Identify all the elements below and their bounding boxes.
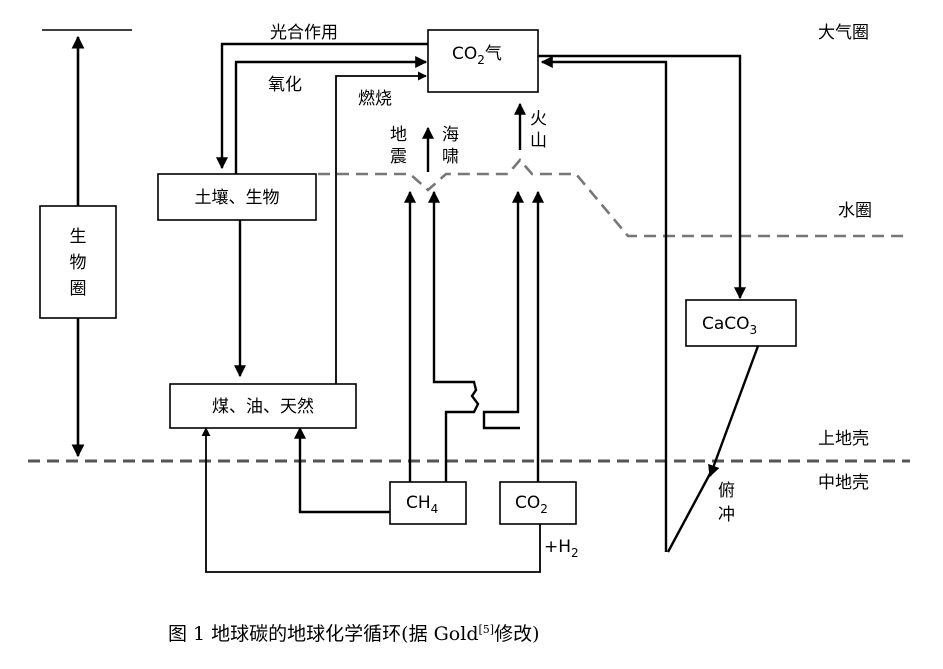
subduction-return-arrow bbox=[540, 56, 668, 552]
h2-label: +H2 bbox=[544, 537, 579, 560]
oxidation-label: 氧化 bbox=[268, 75, 302, 95]
subduction-arrow bbox=[708, 345, 760, 478]
caco3-box bbox=[685, 299, 797, 347]
combustion-label: 燃烧 bbox=[358, 89, 392, 109]
h2-fossil-arrow bbox=[201, 427, 541, 573]
figure-caption: 图 1 地球碳的地球化学循环(据 Gold[5]修改) bbox=[168, 623, 540, 645]
middle-crust-label: 中地壳 bbox=[818, 473, 869, 493]
fossil-fuel-box bbox=[169, 383, 357, 429]
photosynthesis-arrow bbox=[216, 42, 428, 170]
co2-deep-box bbox=[499, 481, 577, 525]
biosphere-box bbox=[39, 205, 117, 319]
ch4-tsunami-arrow bbox=[428, 190, 480, 482]
soil-biology-label: 土壤、生物 bbox=[195, 187, 280, 208]
ch4-box bbox=[389, 481, 467, 525]
combustion-arrow bbox=[335, 71, 427, 384]
upper-crust-label: 上地壳 bbox=[818, 429, 869, 449]
hydrosphere-surface-line bbox=[318, 158, 905, 238]
subduction-label-2: 冲 bbox=[718, 505, 735, 525]
co2-gas-label: CO2气 bbox=[452, 44, 502, 67]
fossil-fuel-label: 煤、油、天然 bbox=[212, 397, 314, 417]
biosphere-label-2: 物 bbox=[70, 253, 87, 273]
ch4-label: CH4 bbox=[406, 493, 438, 516]
co2-deep-label: CO2 bbox=[515, 493, 548, 516]
volcano-label-2: 山 bbox=[530, 131, 547, 151]
co2-to-caco3-arrow bbox=[538, 54, 746, 300]
subduction-line bbox=[666, 469, 714, 553]
tsunami-label-2: 啸 bbox=[442, 147, 459, 167]
ch4-fossil-arrow bbox=[294, 426, 390, 514]
caco3-label: CaCO3 bbox=[702, 314, 757, 337]
oxidation-arrow bbox=[234, 56, 428, 174]
biosphere-label-1: 生 bbox=[70, 227, 87, 247]
earthquake-label-1: 地 bbox=[390, 125, 407, 145]
soil-biology-box bbox=[157, 173, 317, 221]
atmosphere-label: 大气圈 bbox=[818, 23, 869, 43]
co2-gas-box bbox=[427, 29, 539, 93]
tsunami-label-1: 海 bbox=[442, 125, 459, 145]
biosphere-label-3: 圈 bbox=[70, 279, 87, 299]
volcano-label-1: 火 bbox=[530, 109, 547, 129]
hydrosphere-label: 水圈 bbox=[838, 201, 872, 221]
photosynthesis-label: 光合作用 bbox=[270, 23, 338, 43]
subduction-label-1: 俯 bbox=[718, 481, 735, 501]
earthquake-label-2: 震 bbox=[390, 147, 407, 167]
co2-volcano-arrow-1 bbox=[482, 190, 524, 430]
